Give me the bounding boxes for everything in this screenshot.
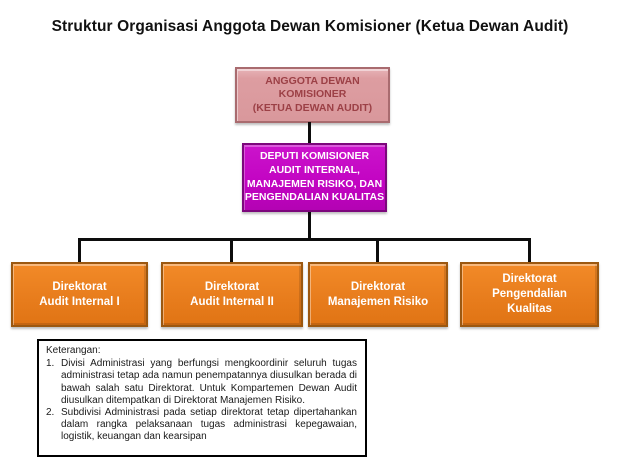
note-item-1: 1. Divisi Administrasi yang berfungsi me…: [46, 358, 357, 407]
page-title: Struktur Organisasi Anggota Dewan Komisi…: [51, 18, 569, 35]
note-item-1-number: 1.: [46, 358, 55, 370]
connector-drop-audit-internal-2: [230, 238, 233, 262]
node-direktorat-pengendalian-kualitas: Direktorat Pengendalian Kualitas: [460, 262, 599, 327]
note-item-2: 2. Subdivisi Administrasi pada setiap di…: [46, 407, 357, 444]
node-direktorat-audit-internal-1: Direktorat Audit Internal I: [11, 262, 148, 327]
note-item-2-number: 2.: [46, 406, 55, 418]
connector-horizontal-bus: [78, 238, 531, 241]
connector-drop-audit-internal-1: [78, 238, 81, 262]
node-direktorat-audit-internal-2: Direktorat Audit Internal II: [161, 262, 303, 327]
notes-heading: Keterangan:: [46, 345, 101, 356]
note-item-2-text: Subdivisi Administrasi pada setiap direk…: [61, 406, 357, 443]
connector-drop-pengendalian-kualitas: [528, 238, 531, 262]
legend-notes-box: Keterangan: 1. Divisi Administrasi yang …: [37, 339, 367, 457]
connector-root-to-deputi: [308, 122, 311, 143]
note-item-1-text: Divisi Administrasi yang berfungsi mengk…: [61, 358, 357, 406]
connector-drop-manajemen-risiko: [376, 238, 379, 262]
node-deputi-komisioner: DEPUTI KOMISIONER AUDIT INTERNAL, MANAJE…: [242, 143, 387, 212]
connector-deputi-to-bus: [308, 212, 311, 238]
node-anggota-dewan-komisioner: ANGGOTA DEWAN KOMISIONER (KETUA DEWAN AU…: [235, 67, 390, 123]
node-direktorat-manajemen-risiko: Direktorat Manajemen Risiko: [308, 262, 448, 327]
